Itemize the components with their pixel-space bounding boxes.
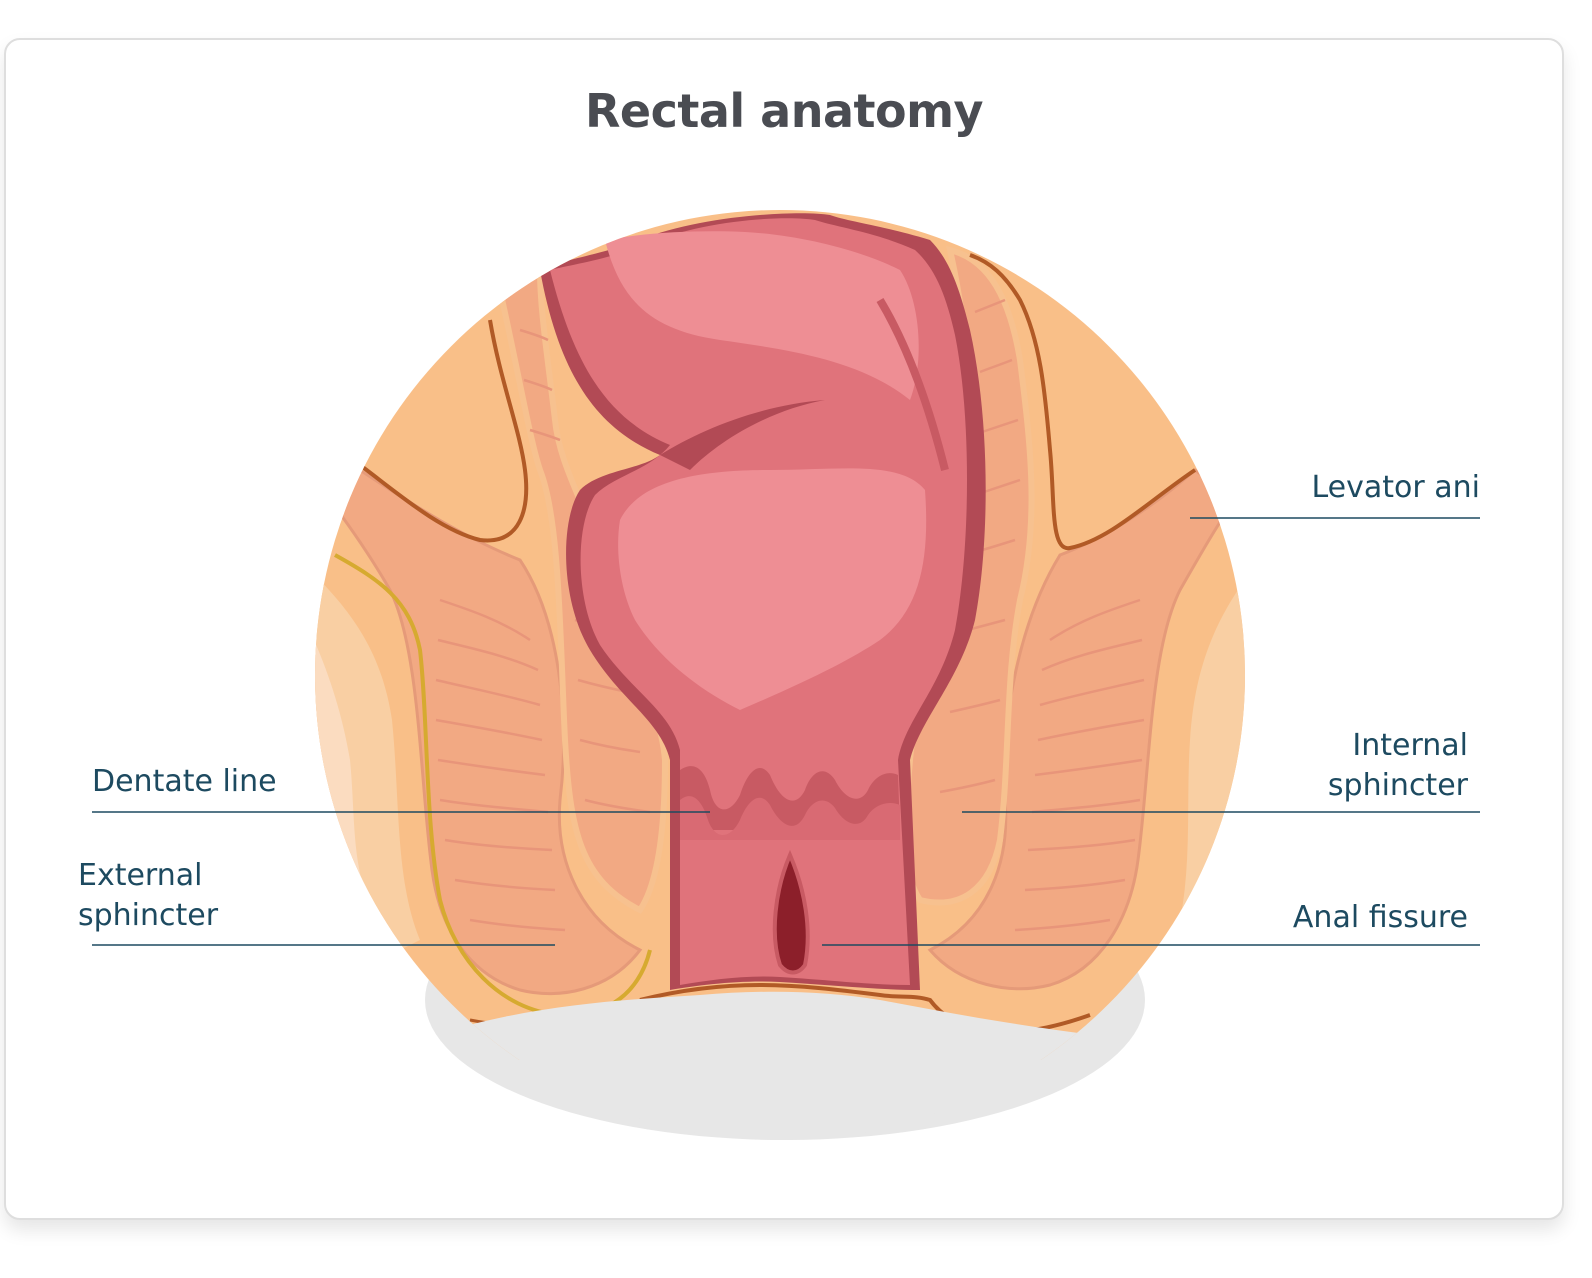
label-dentate-line: Dentate line: [92, 764, 277, 799]
mucosa-crease: [660, 400, 825, 470]
diagram-title: Rectal anatomy: [584, 84, 984, 138]
label-external-sphincter: External sphincter: [78, 858, 219, 933]
anal-columns: [680, 766, 900, 830]
right-levator-ani-muscle: [927, 468, 1238, 991]
leader-lines: [92, 517, 1480, 946]
label-levator-ani: Levator ani: [1311, 470, 1480, 505]
label-internal-sphincter: Internal sphincter: [1327, 728, 1468, 803]
left-levator-ani-muscle: [328, 468, 643, 996]
left-muscle-fibers: [435, 328, 651, 932]
right-muscle-fibers: [939, 298, 1145, 932]
mucosa-fold-upper: [605, 231, 919, 400]
label-anal-fissure: Anal fissure: [1292, 900, 1468, 935]
mucosa-fold-middle: [618, 468, 927, 710]
anal-fissure-mark: [772, 849, 810, 975]
